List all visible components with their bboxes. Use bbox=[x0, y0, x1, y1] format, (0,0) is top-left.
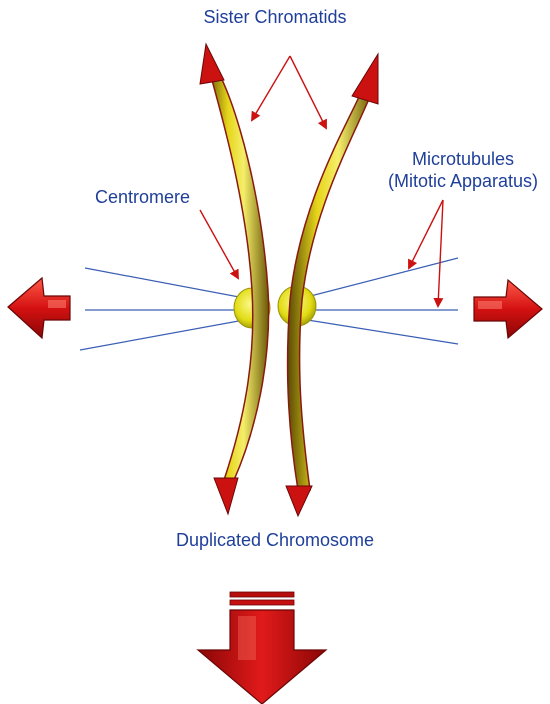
microtubules-label-line1: Microtubules bbox=[378, 148, 548, 170]
red-down-arrow-icon bbox=[198, 592, 326, 704]
red-right-arrow-icon bbox=[474, 280, 542, 338]
red-left-arrow-icon bbox=[8, 278, 70, 338]
microtubule-right-upper bbox=[295, 258, 458, 300]
left-chromatid bbox=[200, 44, 269, 514]
microtubules-label: Microtubules (Mitotic Apparatus) bbox=[378, 148, 548, 192]
sister-arrow-right bbox=[290, 56, 326, 128]
left-chromatid-bottom-tip bbox=[214, 478, 238, 514]
sister-chromatids-label: Sister Chromatids bbox=[0, 6, 550, 28]
sister-arrow-left bbox=[252, 56, 290, 120]
microtubule-left-lower bbox=[80, 318, 255, 350]
right-chromatid bbox=[286, 54, 378, 516]
right-chromatid-top-tip bbox=[352, 54, 378, 104]
microtubule-arrow-upper bbox=[409, 200, 443, 268]
centromere-label: Centromere bbox=[95, 186, 190, 208]
centromere-arrow bbox=[200, 210, 238, 278]
microtubule-arrow-lower bbox=[438, 200, 443, 306]
microtubule-left-upper bbox=[85, 268, 255, 300]
duplicated-chromosome-label: Duplicated Chromosome bbox=[0, 529, 550, 551]
microtubule-right-lower bbox=[295, 318, 458, 344]
right-chromatid-bottom-tip bbox=[286, 486, 312, 516]
left-chromatid-top-tip bbox=[200, 44, 224, 84]
microtubules-label-line2: (Mitotic Apparatus) bbox=[378, 170, 548, 192]
